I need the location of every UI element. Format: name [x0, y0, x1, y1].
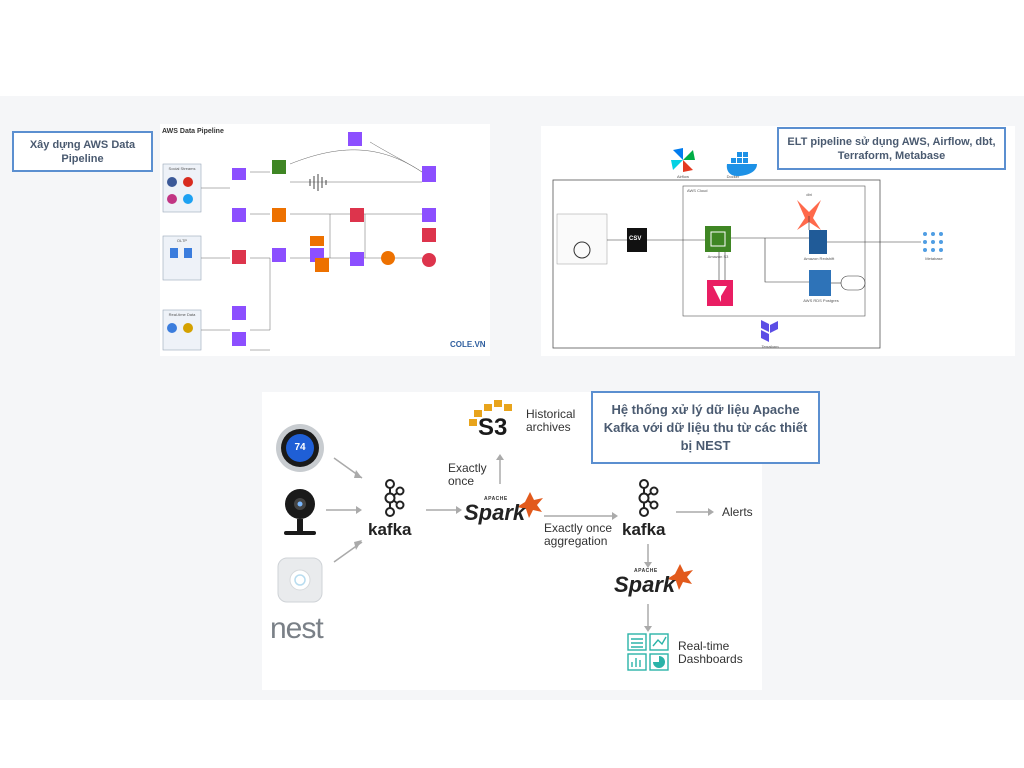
- thermostat-value: 74: [294, 442, 306, 453]
- aws-pipeline-diagram: AWS Data Pipeline: [160, 124, 490, 356]
- kafka-diagram-graphic: [276, 400, 714, 671]
- aws-diagram-title: AWS Data Pipeline: [162, 128, 224, 135]
- kafka-label-2: kafka: [622, 520, 666, 539]
- elt-diagram-graphic: [552, 148, 943, 349]
- spark-apache-label-1: APACHE: [484, 496, 508, 502]
- aws-diagram-graphic: [162, 132, 436, 351]
- kafka-logo-icon: [638, 479, 659, 517]
- nest-protect-icon: [277, 557, 323, 603]
- rds-node-label: AWS RDS Postgres: [803, 298, 839, 303]
- dashboard-icon: [627, 633, 669, 671]
- s3-cubes-icon: [469, 400, 512, 426]
- csv-label: CSV: [629, 236, 642, 242]
- spark-label-2: Spark: [614, 572, 676, 597]
- spark-label-1: Spark: [464, 500, 526, 525]
- elt-callout: ELT pipeline sử dụng AWS, Airflow, dbt, …: [777, 127, 1006, 170]
- dbt-node-label: dbt: [806, 192, 812, 197]
- s3-label: S3: [478, 414, 508, 441]
- historical-archives-label: Historical archives: [526, 407, 576, 434]
- aws-group-label-realtime: Real-time Data: [168, 312, 196, 317]
- terraform-node-label: Terraform: [761, 344, 779, 349]
- kafka-logo-icon: [384, 479, 405, 517]
- aws-group-label-social: Social Streams: [168, 166, 196, 171]
- airflow-label: Airflow: [676, 174, 689, 179]
- docker-label: Docker: [726, 174, 740, 179]
- nest-camera-icon: [284, 489, 316, 535]
- spark-apache-label-2: APACHE: [634, 568, 658, 574]
- nest-thermostat-icon: [276, 424, 324, 472]
- exactly-once-label: Exactly once: [448, 461, 487, 488]
- nest-logo: nest: [270, 612, 324, 645]
- spark-star-icon: [667, 564, 693, 590]
- cole-vn-watermark: COLE.VN: [450, 340, 486, 349]
- kafka-callout: Hệ thống xử lý dữ liệu Apache Kafka với …: [591, 391, 820, 464]
- redshift-node-label: Amazon Redshift: [803, 256, 835, 261]
- spark-star-icon: [517, 492, 543, 518]
- exactly-once-aggregation-label: Exactly once aggregation: [544, 521, 613, 548]
- alerts-label: Alerts: [722, 505, 753, 519]
- s3-node-label: Amazon S3: [707, 254, 729, 259]
- aws-group-label-oltp: OLTP: [176, 238, 188, 243]
- kafka-label-1: kafka: [368, 520, 412, 539]
- realtime-dashboards-label: Real-time Dashboards: [678, 639, 743, 666]
- aws-cloud-label: AWS Cloud: [687, 188, 708, 193]
- metabase-node-label: Metabase: [925, 256, 943, 261]
- aws-callout: Xây dựng AWS Data Pipeline: [12, 131, 153, 172]
